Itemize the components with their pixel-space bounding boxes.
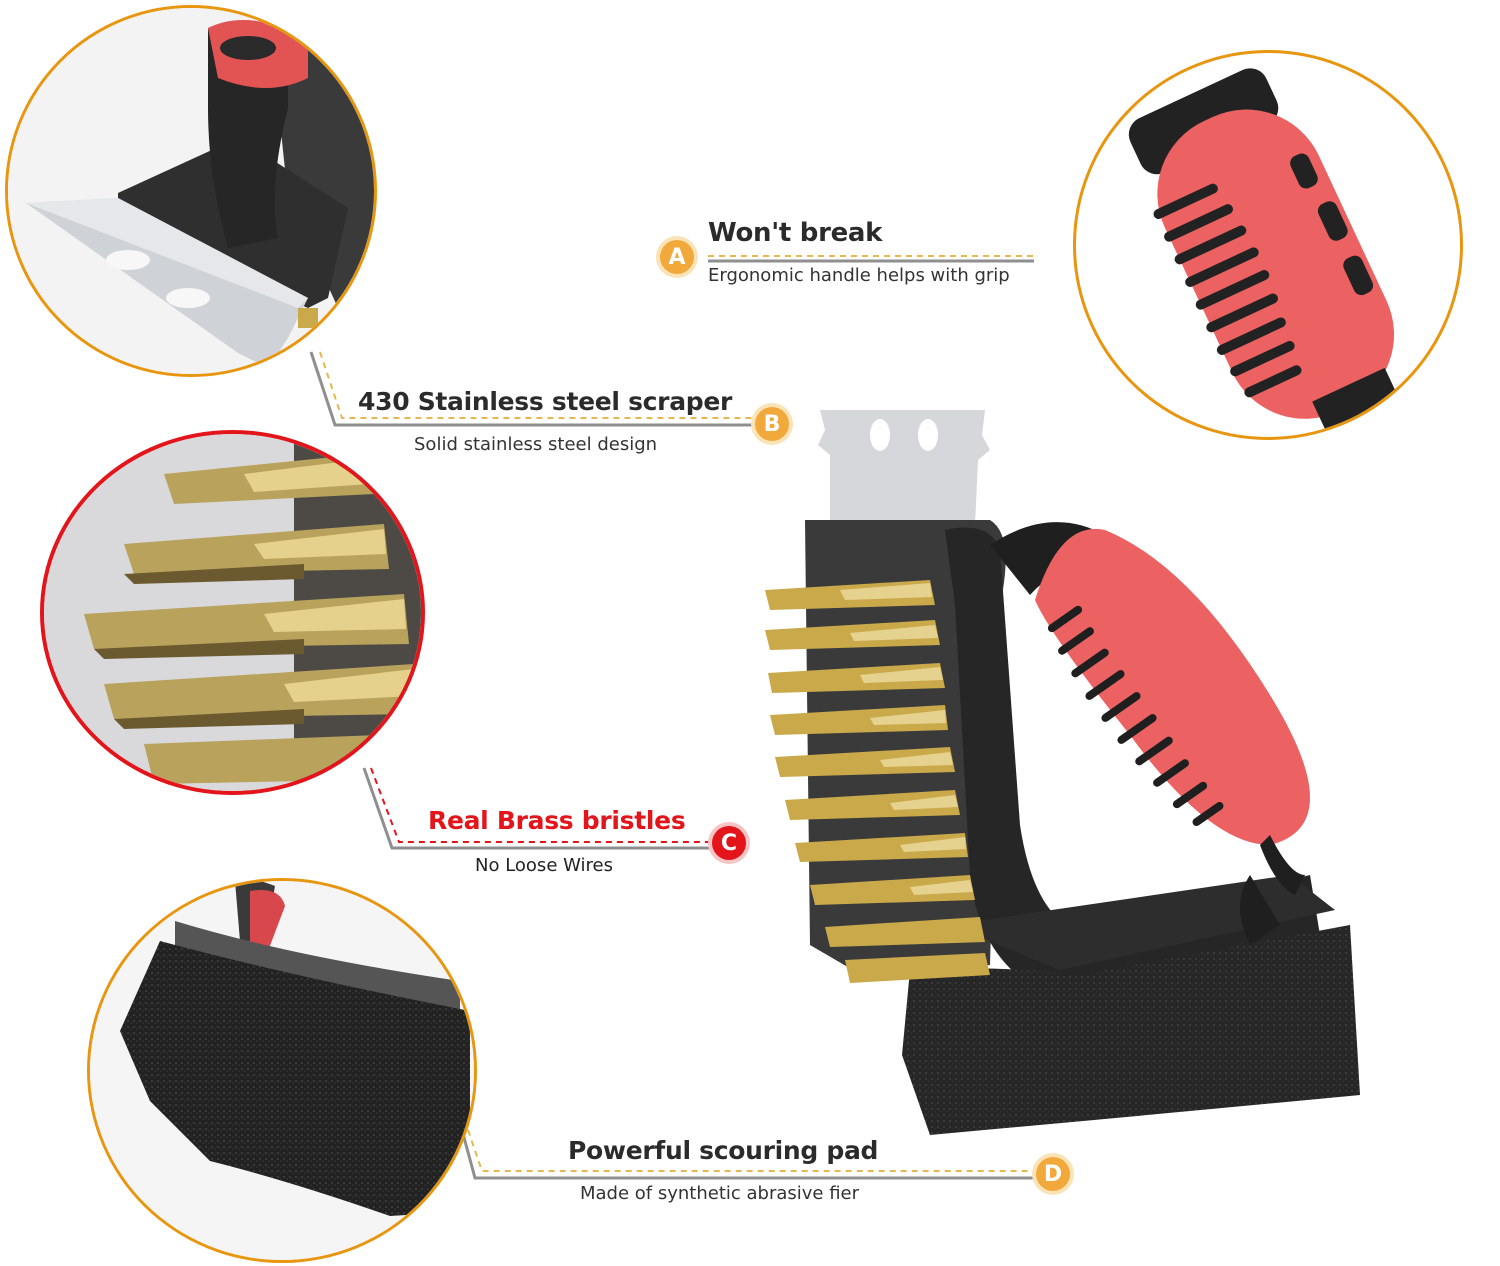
grill-brush-product-image [750, 405, 1370, 1205]
feature-b-title: 430 Stainless steel scraper [358, 387, 733, 416]
scraper-closeup-circle [5, 5, 377, 377]
leader-line-a [708, 255, 1034, 263]
brass-bristles-illustration [44, 434, 421, 791]
handle-closeup-circle [1073, 50, 1463, 440]
feature-c-title: Real Brass bristles [428, 806, 686, 835]
handle-grip [1035, 528, 1310, 845]
feature-d-title: Powerful scouring pad [568, 1136, 879, 1165]
scouring-pad-closeup-circle [87, 878, 477, 1263]
feature-b-letter: B [763, 411, 781, 437]
brass-bristles [765, 580, 990, 983]
handle-closeup-illustration [1128, 68, 1411, 437]
grill-brush-illustration [765, 410, 1360, 1135]
feature-b-subtitle: Solid stainless steel design [414, 434, 658, 455]
brass-bristles-closeup-circle [40, 430, 425, 795]
leader-line-b [309, 351, 757, 427]
feature-b-badge: B [755, 407, 789, 441]
feature-c-letter: C [720, 830, 738, 856]
scraper-blade [818, 410, 990, 525]
feature-d-letter: D [1043, 1161, 1063, 1187]
feature-a-subtitle: Ergonomic handle helps with grip [708, 265, 1010, 286]
feature-a-badge: A [660, 240, 694, 274]
leader-line-d [460, 1129, 1036, 1180]
feature-c-subtitle: No Loose Wires [475, 855, 613, 876]
leader-line-c [362, 767, 712, 850]
feature-d-subtitle: Made of synthetic abrasive fier [580, 1183, 860, 1204]
feature-d-badge: D [1036, 1157, 1070, 1191]
feature-a-title: Won't break [708, 218, 883, 248]
scraper-closeup-illustration [8, 8, 374, 374]
scouring-pad-illustration [90, 881, 474, 1260]
feature-a-letter: A [668, 244, 686, 270]
grip-slots [1047, 605, 1224, 827]
feature-c-badge: C [712, 826, 746, 860]
